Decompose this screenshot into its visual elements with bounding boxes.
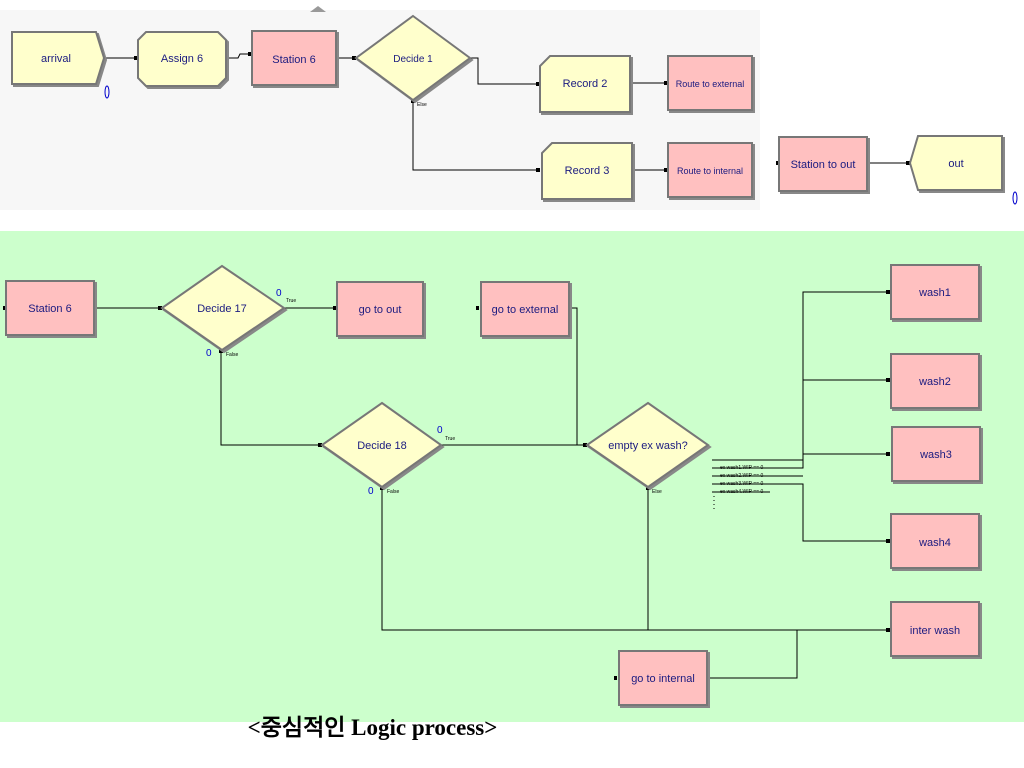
assign-module[interactable]: Assign 6 xyxy=(137,31,227,87)
inter-wash-module[interactable]: inter wash xyxy=(890,601,980,657)
inter-wash-label: inter wash xyxy=(910,625,960,637)
go-out-module[interactable]: go to out xyxy=(336,281,424,337)
route-external-label: Route to external xyxy=(676,79,745,89)
empty-wash-decide-module[interactable]: empty ex wash? xyxy=(585,401,710,489)
decide18-module[interactable]: Decide 18 xyxy=(320,401,443,489)
bottom-connectors xyxy=(95,291,890,679)
decide17-true-counter: 0 xyxy=(276,288,282,299)
decide18-false-label: False xyxy=(387,489,399,495)
go-internal-label: go to internal xyxy=(631,673,695,685)
bottom-connector-dots xyxy=(3,290,890,680)
record3-label: Record 3 xyxy=(565,165,610,177)
go-out-label: go to out xyxy=(359,304,402,316)
go-internal-module[interactable]: go to internal xyxy=(618,650,708,706)
top-else-label: Else xyxy=(417,102,427,108)
empty-wash-label: empty ex wash? xyxy=(608,440,687,452)
out-module[interactable]: out xyxy=(908,135,1003,191)
decide18-true-label: True xyxy=(445,436,455,442)
empty-wash-else-label: Else xyxy=(652,489,662,495)
station-out-module[interactable]: Station to out xyxy=(778,136,868,192)
decide18-true-counter: 0 xyxy=(437,425,443,436)
wash3-module[interactable]: wash3 xyxy=(891,426,981,482)
decide17-module[interactable]: Decide 17 xyxy=(160,264,286,352)
go-external-label: go to external xyxy=(492,304,559,316)
wash4-module[interactable]: wash4 xyxy=(890,513,980,569)
decide-module-top[interactable]: Decide 1 xyxy=(354,14,472,102)
decide17-false-counter: 0 xyxy=(206,348,212,359)
record2-module[interactable]: Record 2 xyxy=(539,55,631,113)
route-external-module[interactable]: Route to external xyxy=(667,55,753,111)
decide-label-top: Decide 1 xyxy=(393,54,433,65)
condition-1: ex wash1.WIP == 0 xyxy=(720,465,763,471)
decide18-false-counter: 0 xyxy=(368,486,374,497)
decide17-false-label: False xyxy=(226,352,238,358)
wash2-module[interactable]: wash2 xyxy=(890,353,980,409)
route-internal-label: Route to internal xyxy=(677,166,743,176)
top-connectors xyxy=(104,53,910,171)
figure-caption: <중심적인 Logic process> xyxy=(247,715,498,740)
decide17-label: Decide 17 xyxy=(197,303,247,315)
condition-4: ex wash4.WIP == 0 xyxy=(720,489,763,495)
station-out-label: Station to out xyxy=(791,159,856,171)
station-label-bottom: Station 6 xyxy=(28,303,71,315)
condition-2: ex wash2.WIP == 0 xyxy=(720,473,763,479)
wash4-label: wash4 xyxy=(918,537,951,549)
wash1-label: wash1 xyxy=(918,287,951,299)
station-label-top: Station 6 xyxy=(272,54,315,66)
assign-label: Assign 6 xyxy=(161,53,203,65)
station-module-top[interactable]: Station 6 xyxy=(251,30,337,86)
decide17-true-label: True xyxy=(286,298,296,304)
wash3-label: wash3 xyxy=(919,449,952,461)
route-internal-module[interactable]: Route to internal xyxy=(667,142,753,198)
scroll-up-arrow-icon[interactable] xyxy=(310,6,326,12)
record2-label: Record 2 xyxy=(563,78,608,90)
arrival-counter-icon xyxy=(104,85,110,99)
arrival-module[interactable]: arrival xyxy=(11,31,106,85)
go-external-module[interactable]: go to external xyxy=(480,281,570,337)
record3-module[interactable]: Record 3 xyxy=(541,142,633,200)
condition-3: ex wash3.WIP == 0 xyxy=(720,481,763,487)
station-module-bottom[interactable]: Station 6 xyxy=(5,280,95,336)
out-label: out xyxy=(948,158,963,170)
wash1-module[interactable]: wash1 xyxy=(890,264,980,320)
arrival-label: arrival xyxy=(41,53,71,65)
decide18-label: Decide 18 xyxy=(357,440,407,452)
out-counter-icon xyxy=(1012,191,1018,205)
wash2-label: wash2 xyxy=(918,376,951,388)
